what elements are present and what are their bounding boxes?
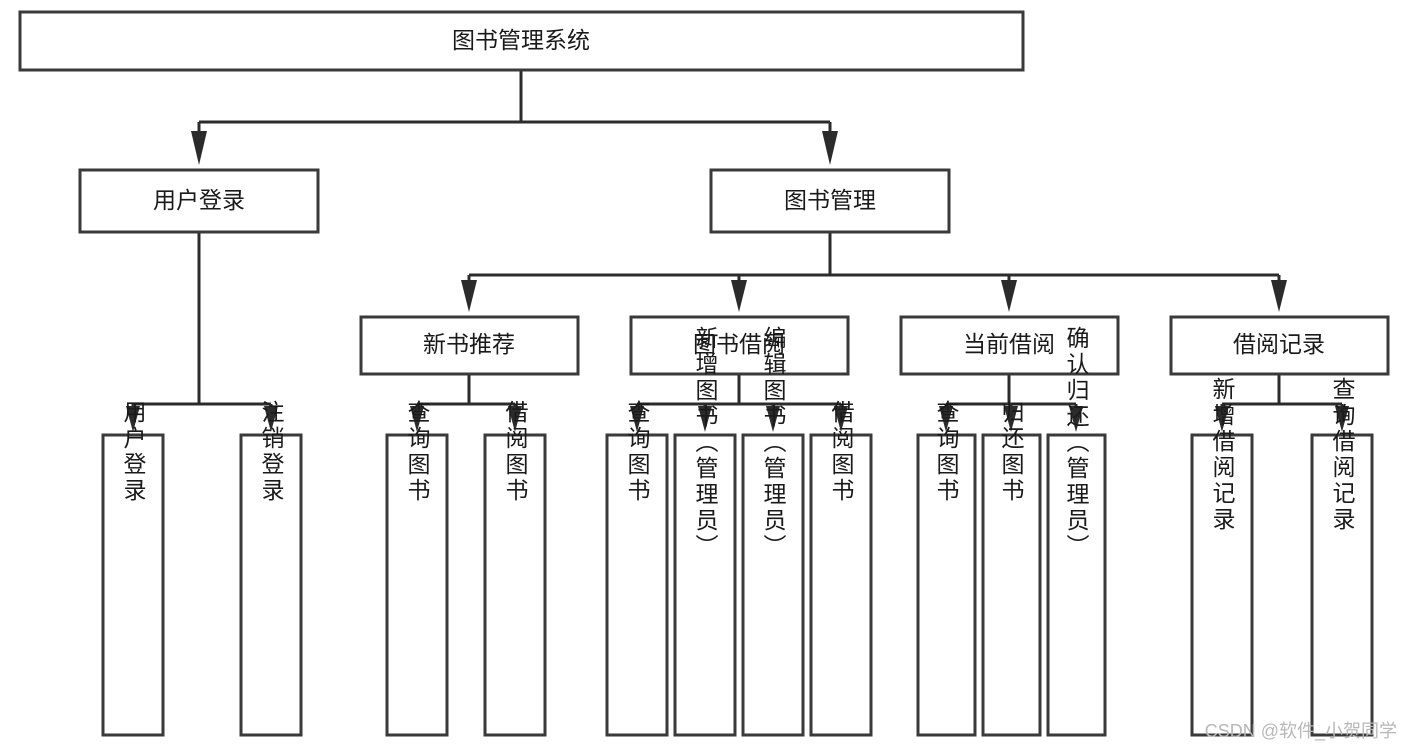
node-root[interactable]: 图书管理系统 xyxy=(18,10,1025,72)
arrow-to-leaf-return-book xyxy=(1004,406,1018,432)
node-book-borrow-label: 图书借阅 xyxy=(693,331,785,357)
node-user-login-label: 用户登录 xyxy=(153,187,245,213)
node-leaf-query-book-current-box[interactable] xyxy=(916,433,977,737)
node-borrow-record-label: 借阅记录 xyxy=(1233,331,1325,357)
arrow-to-leaf-borrow-book xyxy=(834,406,848,432)
node-book-manage-box[interactable] xyxy=(709,168,951,234)
node-leaf-confirm-return-label: 确认归还（管理员） xyxy=(1063,326,1090,560)
node-leaf-edit-book-box[interactable] xyxy=(741,433,805,737)
arrow-to-leaf-query-book-borrow xyxy=(630,406,644,432)
node-leaf-return-book-box[interactable] xyxy=(981,433,1042,737)
node-leaf-query-book-borrow-label: 查询图书 xyxy=(624,400,651,504)
node-current-borrow-box[interactable] xyxy=(899,315,1120,376)
arrow-to-book-manage xyxy=(822,131,838,165)
node-borrow-record-box[interactable] xyxy=(1169,315,1390,376)
node-leaf-query-borrow-record-label: 查询借阅记录 xyxy=(1329,377,1356,533)
node-current-borrow-label: 当前借阅 xyxy=(963,331,1055,357)
node-leaf-user-login-label: 用户登录 xyxy=(120,400,147,504)
edge-group-record-to-leaves xyxy=(1215,374,1349,432)
node-leaf-add-book-label: 新增图书（管理员） xyxy=(692,326,719,560)
arrow-to-user-login xyxy=(191,131,207,165)
node-book-manage[interactable]: 图书管理 xyxy=(709,168,951,234)
edge-group-book-manage-to-level2 xyxy=(461,232,1287,312)
arrow-to-leaf-logout xyxy=(264,406,278,432)
leaf-labels: 用户登录 注销登录 查询图书 借阅图书 查询图书 新增图书（管理员） 编辑图书（… xyxy=(120,326,1356,560)
node-root-label: 图书管理系统 xyxy=(452,27,590,53)
arrow-to-book-borrow xyxy=(731,280,747,312)
node-new-book-recommend[interactable]: 新书推荐 xyxy=(359,315,580,376)
arrow-to-leaf-add-borrow-record xyxy=(1215,406,1229,432)
arrow-to-leaf-query-book-current xyxy=(939,406,953,432)
arrow-to-leaf-add-book xyxy=(698,406,712,432)
node-new-book-recommend-label: 新书推荐 xyxy=(423,331,515,357)
edge-group-user-login-to-leaves xyxy=(126,232,278,432)
node-book-manage-label: 图书管理 xyxy=(784,187,876,213)
edge-group-borrow-to-leaves xyxy=(630,374,848,432)
node-book-borrow-box[interactable] xyxy=(629,315,850,376)
arrow-to-leaf-query-borrow-record xyxy=(1335,406,1349,432)
node-leaf-add-borrow-record-box[interactable] xyxy=(1190,433,1254,737)
node-new-book-recommend-box[interactable] xyxy=(359,315,580,376)
node-book-borrow[interactable]: 图书借阅 xyxy=(629,315,850,376)
edge-group-root-to-level1 xyxy=(191,70,838,165)
node-leaf-edit-book-label: 编辑图书（管理员） xyxy=(760,326,787,560)
node-leaf-logout-label: 注销登录 xyxy=(258,400,285,504)
node-leaf-user-login-box[interactable] xyxy=(101,433,165,737)
arrow-to-leaf-user-login xyxy=(126,406,140,432)
arrow-to-leaf-edit-book xyxy=(766,406,780,432)
leaf-boxes xyxy=(101,433,1374,737)
node-leaf-borrow-book-recommend-box[interactable] xyxy=(483,433,547,737)
node-leaf-logout-box[interactable] xyxy=(239,433,303,737)
node-leaf-add-borrow-record-label: 新增借阅记录 xyxy=(1209,377,1236,533)
node-user-login-box[interactable] xyxy=(78,168,320,234)
node-leaf-query-book-recommend-box[interactable] xyxy=(385,433,449,737)
arrow-to-leaf-confirm-return xyxy=(1069,406,1083,432)
node-leaf-query-book-recommend-label: 查询图书 xyxy=(404,400,431,504)
arrow-to-current-borrow xyxy=(1001,280,1017,312)
arrow-to-new-book-recommend xyxy=(461,280,477,312)
csdn-watermark: CSDN @软件_小贺同学 xyxy=(1204,721,1397,741)
edge-group-recommend-to-leaves xyxy=(410,374,522,432)
node-borrow-record[interactable]: 借阅记录 xyxy=(1169,315,1390,376)
edge-group-current-to-leaves xyxy=(939,374,1083,432)
node-leaf-borrow-book-box[interactable] xyxy=(809,433,873,737)
node-root-box[interactable] xyxy=(18,10,1025,72)
node-leaf-query-borrow-record-box[interactable] xyxy=(1310,433,1374,737)
node-leaf-query-book-current-label: 查询图书 xyxy=(933,400,960,504)
arrow-to-leaf-borrow-book-recommend xyxy=(508,406,522,432)
node-user-login[interactable]: 用户登录 xyxy=(78,168,320,234)
node-leaf-return-book-label: 归还图书 xyxy=(998,400,1025,504)
arrow-to-leaf-query-book-recommend xyxy=(410,406,424,432)
node-current-borrow[interactable]: 当前借阅 xyxy=(899,315,1120,376)
node-leaf-confirm-return-box[interactable] xyxy=(1046,433,1107,737)
node-leaf-borrow-book-label: 借阅图书 xyxy=(828,400,855,504)
node-leaf-borrow-book-recommend-label: 借阅图书 xyxy=(502,400,529,504)
node-leaf-add-book-box[interactable] xyxy=(673,433,737,737)
node-leaf-query-book-borrow-box[interactable] xyxy=(605,433,669,737)
arrow-to-borrow-record xyxy=(1271,280,1287,312)
